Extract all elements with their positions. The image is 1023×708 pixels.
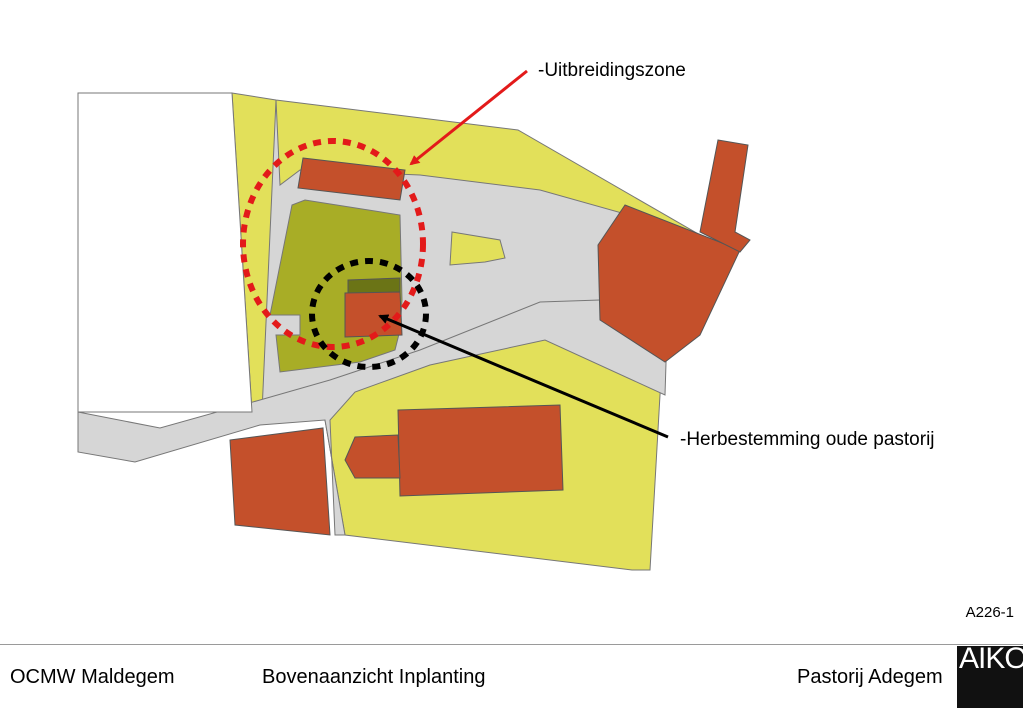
reference-code: A226-1 (965, 604, 1014, 621)
aiko-logo-text: AIKO (959, 646, 1023, 675)
footer-client: OCMW Maldegem (10, 666, 175, 688)
footer-view-title: Bovenaanzicht Inplanting (262, 666, 486, 688)
repurposing-arrow (378, 314, 669, 439)
footer-divider (0, 644, 1023, 645)
aiko-logo: AIKO (957, 646, 1023, 708)
building-north (297, 157, 406, 201)
paving-west (77, 92, 253, 413)
building-old-presbytery (344, 291, 403, 338)
repurposing-ring (309, 258, 429, 370)
expansion-zone-label: -Uitbreidingszone (538, 60, 686, 81)
footer-project: Pastorij Adegem (797, 666, 943, 688)
paving-small-island (449, 231, 506, 266)
building-old-presbytery-annex (347, 277, 401, 295)
building-church-apse (344, 434, 401, 479)
repurposing-label: -Herbestemming oude pastorij (680, 429, 935, 450)
building-east-wing (699, 139, 751, 253)
building-southwest (229, 427, 331, 536)
building-church (397, 404, 564, 497)
expansion-zone-arrow (409, 69, 528, 166)
expansion-zone-ring (240, 138, 426, 350)
